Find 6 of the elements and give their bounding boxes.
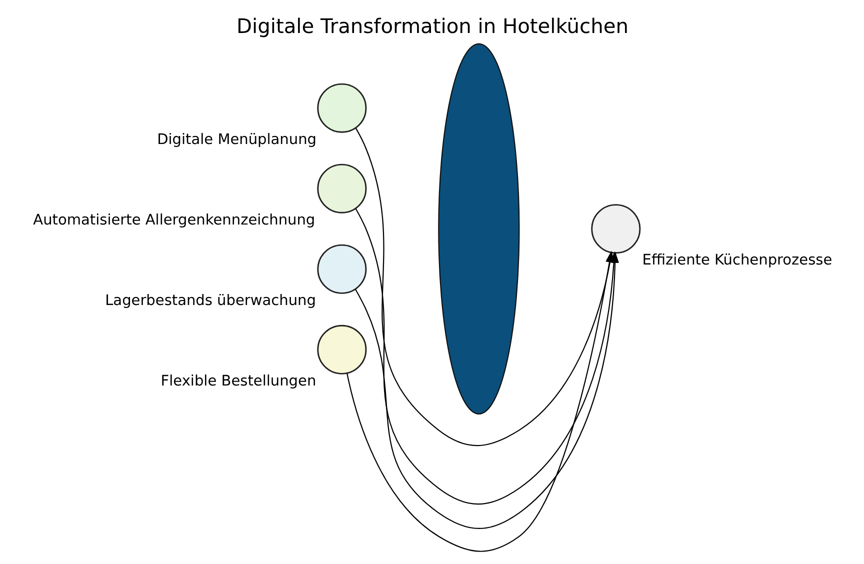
node-label: Lagerbestands überwachung: [104, 292, 316, 309]
node-label: Digitale Menüplanung: [156, 132, 316, 148]
node-label: Flexible Bestellungen: [160, 373, 316, 390]
node-label: Automatisierte Allergenkennzeichnung: [32, 212, 315, 228]
node-label: Effiziente Küchenprozesse: [642, 252, 832, 269]
diagram-title: Digitale Transformation in Hotelküchen: [236, 14, 628, 38]
